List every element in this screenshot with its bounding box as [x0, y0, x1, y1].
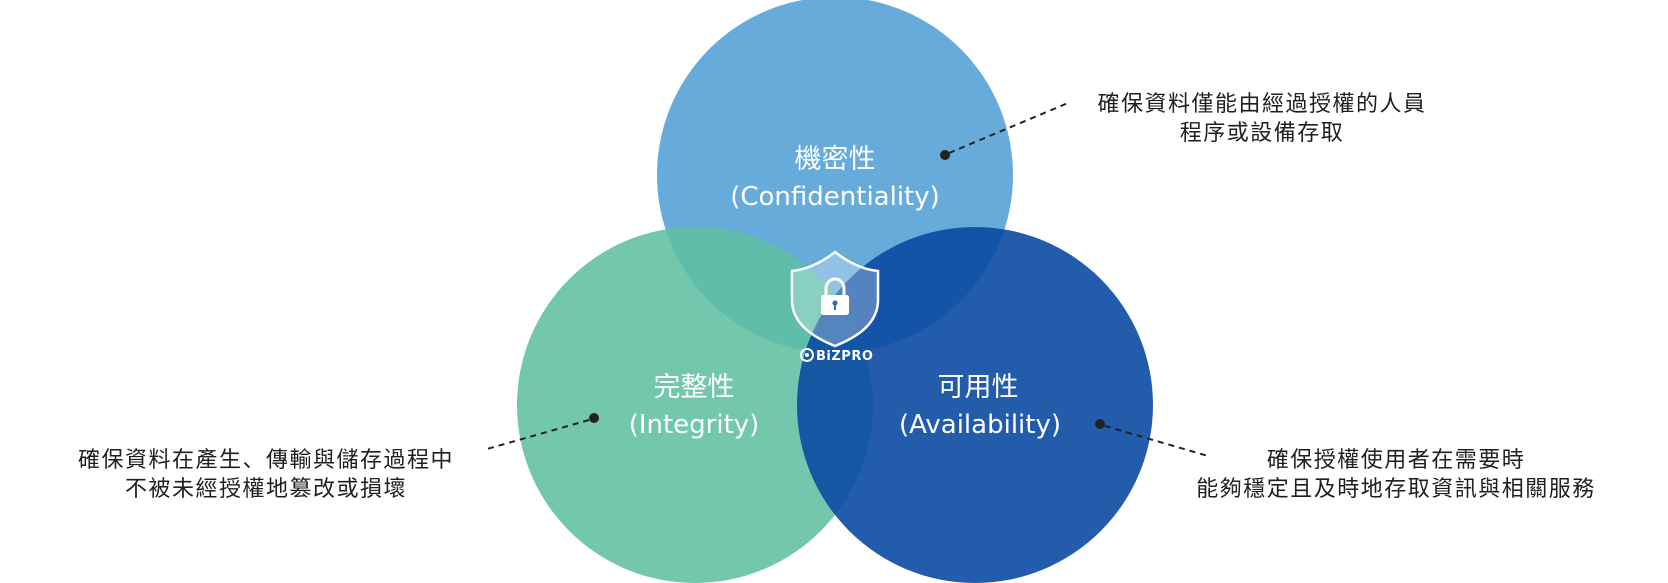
availability-description-line-2: 能夠穩定且及時地存取資訊與相關服務: [1196, 477, 1596, 502]
availability-title: 可用性: [938, 372, 1019, 403]
integrity-subtitle: (Integrity): [629, 410, 760, 440]
integrity-description-line-2: 不被未經授權地篡改或損壞: [125, 477, 407, 502]
confidentiality-title: 機密性: [795, 144, 876, 175]
availability-subtitle: (Availability): [899, 410, 1061, 440]
shield-lock-icon: [790, 250, 880, 348]
bizpro-logo: BiZPRO: [800, 348, 873, 364]
integrity-title: 完整性: [654, 372, 735, 403]
availability-description-line-1: 確保授權使用者在需要時: [1267, 448, 1526, 473]
integrity-circle: [517, 227, 873, 583]
bizpro-brand: BiZPRO: [816, 349, 873, 364]
integrity-leader: [486, 413, 599, 450]
confidentiality-description-line-1: 確保資料僅能由經過授權的人員: [1097, 92, 1426, 117]
availability-leader: [1095, 419, 1209, 457]
confidentiality-description-line-2: 程序或設備存取: [1180, 121, 1345, 146]
confidentiality-subtitle: (Confidentiality): [730, 182, 940, 212]
confidentiality-leader: [940, 102, 1069, 160]
availability-circle: [797, 227, 1153, 583]
integrity-description-line-1: 確保資料在產生、傳輸與儲存過程中: [78, 448, 454, 473]
